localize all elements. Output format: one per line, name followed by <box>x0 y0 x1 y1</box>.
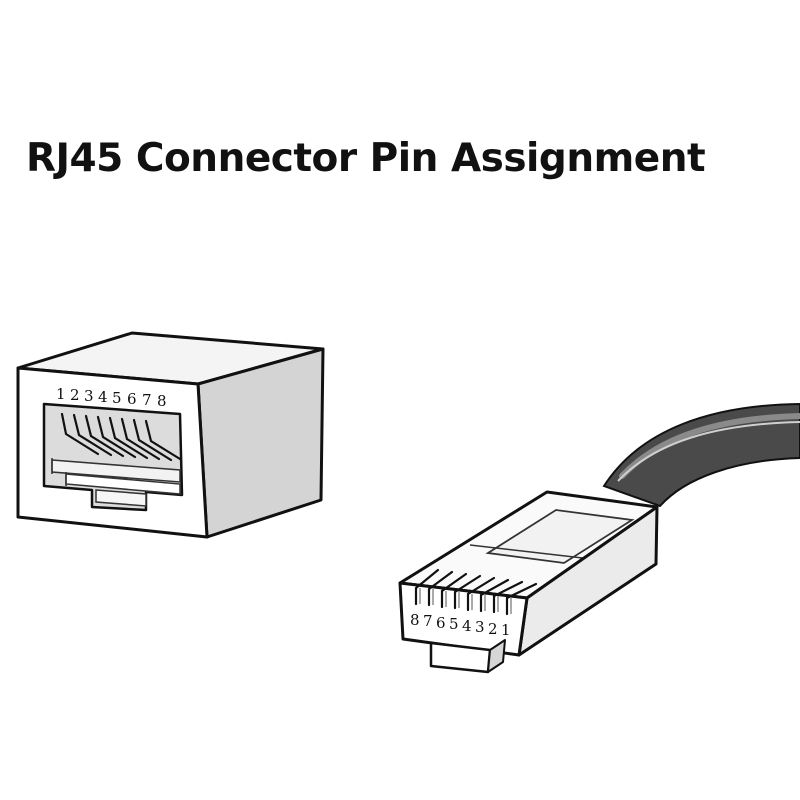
plug-pin-label: 4 <box>462 617 472 635</box>
jack-pin-labels: 1 2 3 4 5 6 7 8 <box>56 385 167 410</box>
jack-pin-label: 7 <box>142 391 152 409</box>
plug-pin-label: 8 <box>410 611 420 629</box>
jack-pin-label: 6 <box>127 390 137 408</box>
plug-pin-label: 6 <box>436 614 446 632</box>
plug-pin-labels: 8 7 6 5 4 3 2 1 <box>410 611 511 639</box>
plug-pin-label: 2 <box>488 620 498 638</box>
jack-pin-label: 2 <box>70 386 80 404</box>
plug-pin-label: 5 <box>449 615 459 633</box>
plug-pin-label: 7 <box>423 612 433 630</box>
jack-pin-label: 4 <box>98 388 108 406</box>
plug-contacts <box>414 568 538 616</box>
jack-opening <box>42 402 184 512</box>
rj45-jack: 1 2 3 4 5 6 7 8 <box>16 331 325 539</box>
jack-side-face <box>196 347 325 539</box>
jack-pin-label: 8 <box>157 392 167 410</box>
plug-latch <box>485 509 635 564</box>
jack-contacts <box>60 412 182 462</box>
jack-pin-label: 1 <box>56 385 66 403</box>
jack-pin-label: 3 <box>84 387 94 405</box>
jack-pin-label: 5 <box>112 389 122 407</box>
plug-pin-label: 1 <box>501 621 511 639</box>
plug-pin-label: 3 <box>475 618 485 636</box>
diagram-title: RJ45 Connector Pin Assignment <box>26 136 706 181</box>
rj45-plug: 8 7 6 5 4 3 2 1 <box>398 402 800 674</box>
